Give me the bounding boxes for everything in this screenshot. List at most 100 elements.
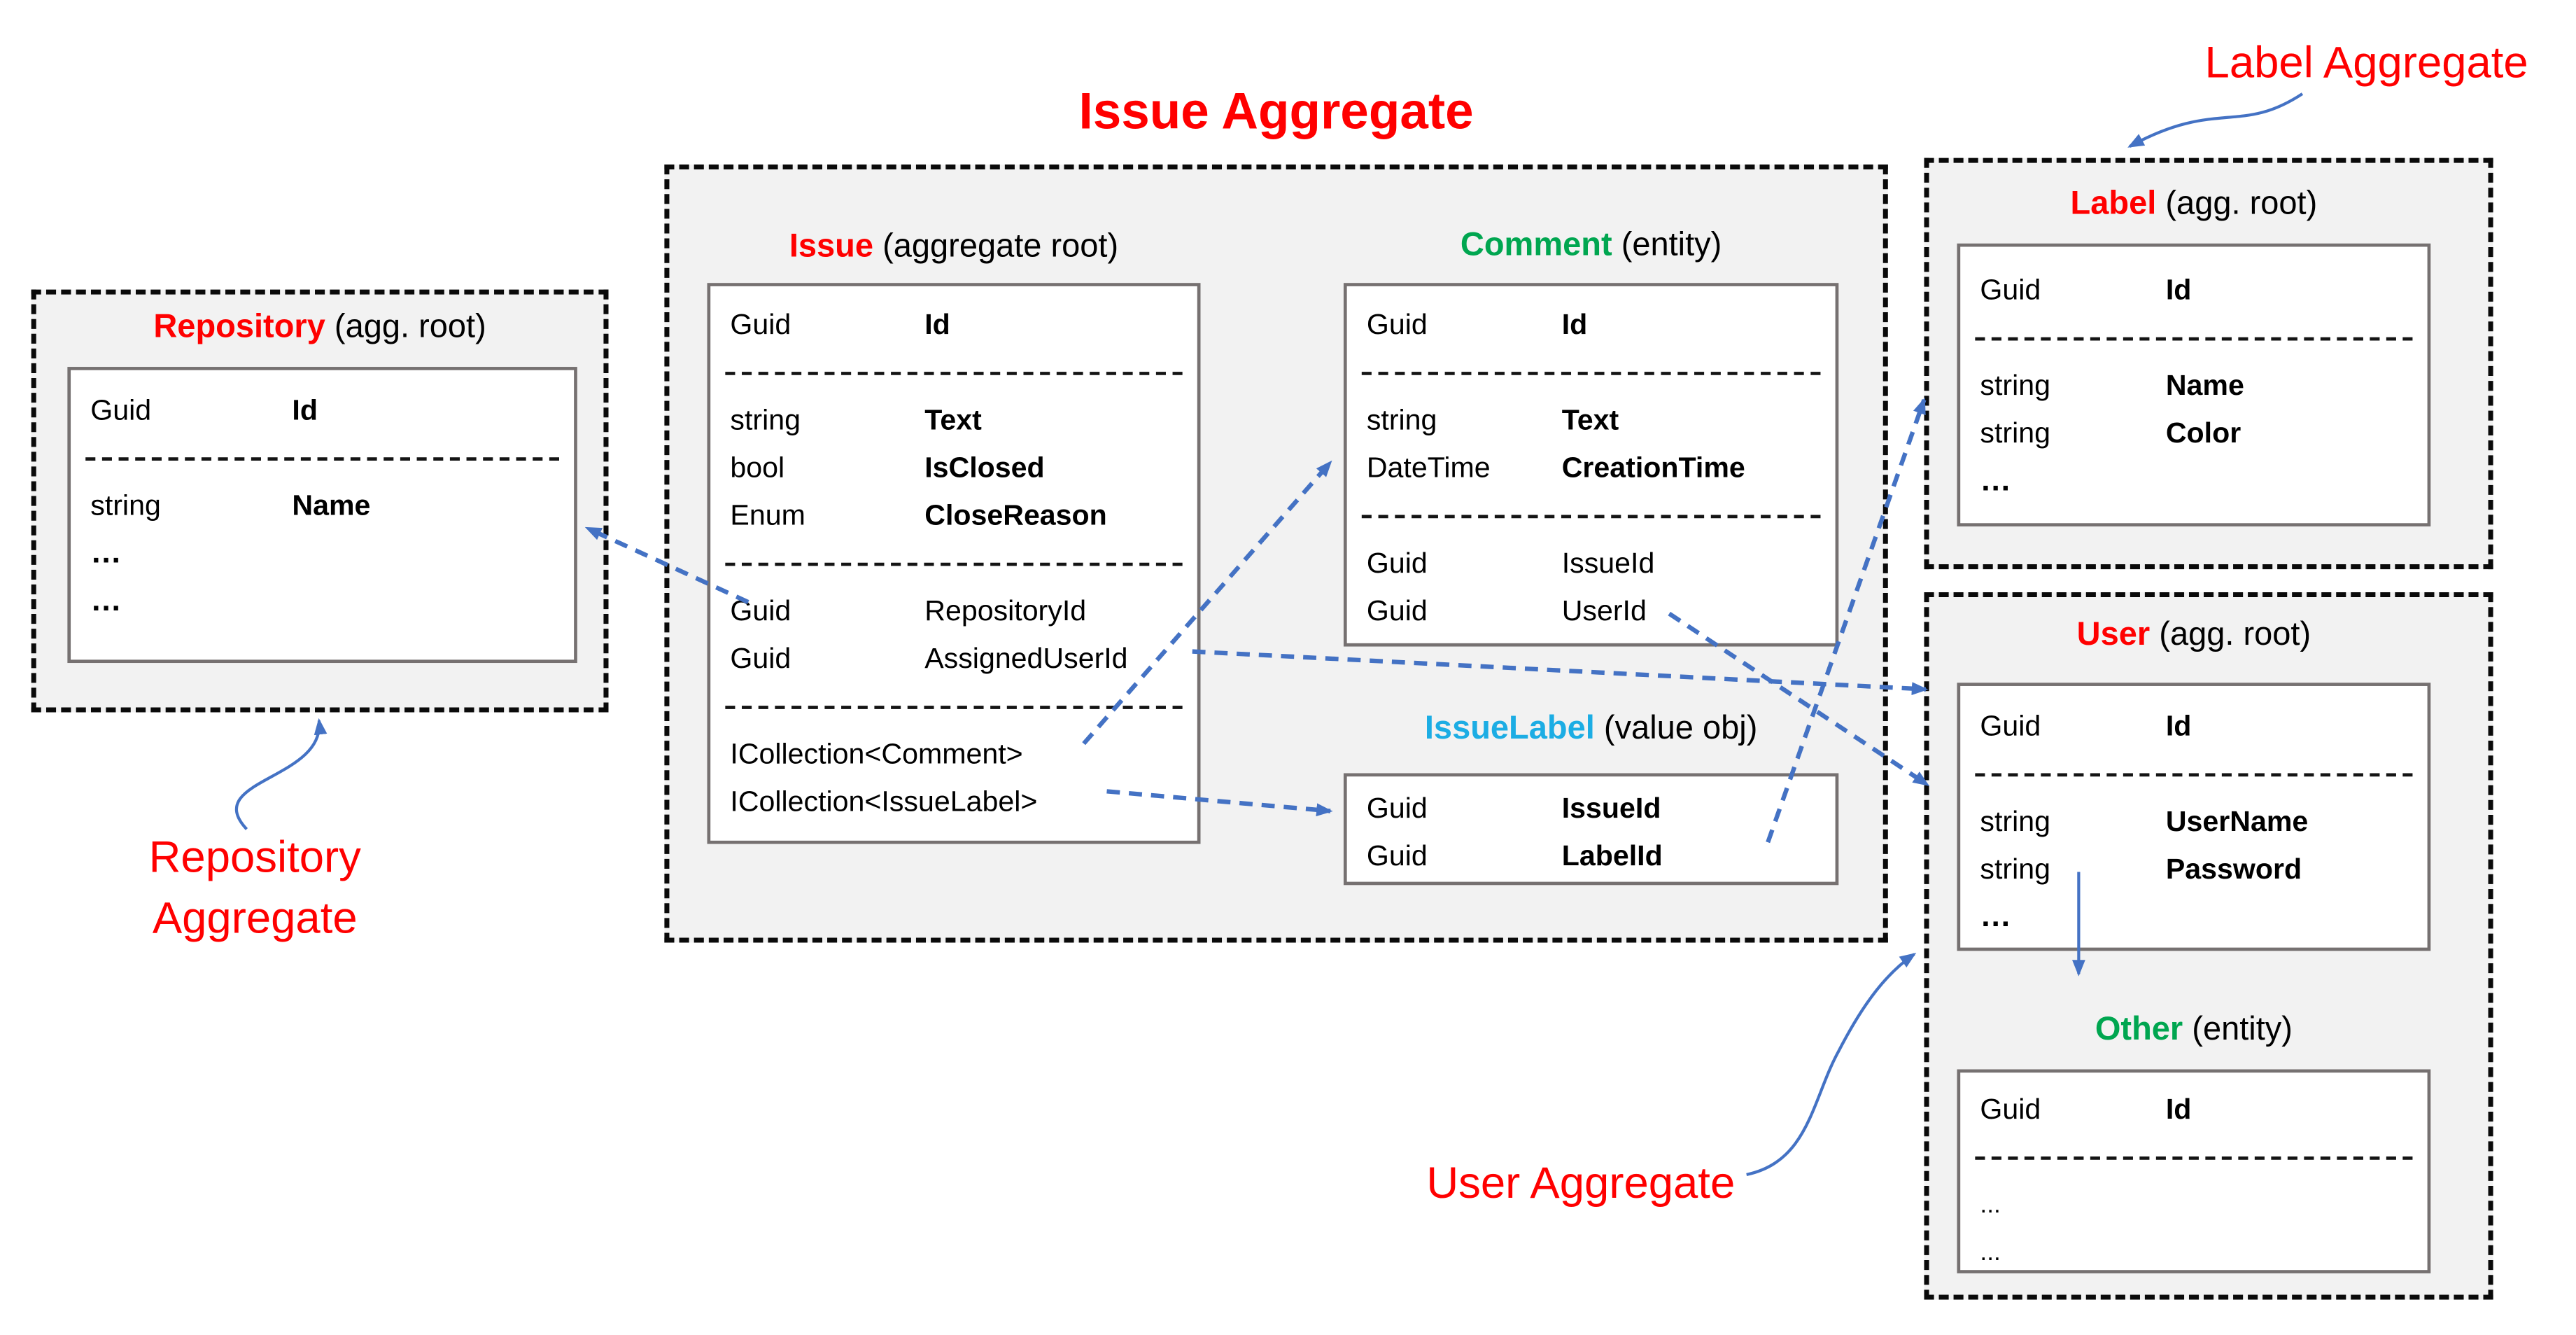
- field-name: Id: [924, 307, 950, 341]
- table-row: bool IsClosed: [710, 445, 1197, 492]
- field-type: string: [1980, 852, 2050, 886]
- arrow-user-aggregate-annotation: [1746, 952, 1917, 1176]
- field-type: string: [1366, 403, 1437, 436]
- field-type: string: [1980, 804, 2050, 838]
- collection-field: ICollection<IssueLabel>: [730, 784, 1038, 818]
- field-name: Id: [292, 393, 318, 426]
- table-row: string UserName: [1960, 798, 2427, 846]
- repository-aggregate-label: Repository Aggregate: [90, 827, 419, 949]
- issue-table: Guid Id string Text bool IsClosed Enum Close…: [707, 283, 1201, 844]
- user-name: User: [2076, 617, 2151, 653]
- collection-field: ICollection<Comment>: [730, 736, 1023, 770]
- field-name: Name: [2165, 368, 2244, 402]
- field-name: CreationTime: [1561, 450, 1745, 484]
- field-name: Id: [1561, 307, 1588, 341]
- table-row: …: [71, 578, 574, 625]
- separator-line: [725, 561, 1183, 566]
- field-name: CloseReason: [924, 498, 1107, 532]
- ellipsis-row: …: [90, 583, 124, 618]
- separator-line: [725, 370, 1183, 375]
- row-separator: [710, 683, 1197, 730]
- field-name: Text: [1561, 403, 1619, 436]
- row-separator: [1960, 314, 2427, 362]
- ellipsis-row: ...: [1980, 1191, 2001, 1219]
- table-row: Guid IssueId: [1347, 785, 1836, 832]
- field-type: Guid: [730, 641, 791, 675]
- field-name: LabelId: [1561, 839, 1663, 872]
- field-name: Text: [924, 403, 982, 436]
- issuelabel-header: IssueLabel (value obj): [1344, 711, 1838, 748]
- field-name: Color: [2165, 416, 2241, 449]
- arrow-label-aggregate-annotation: [2127, 92, 2304, 148]
- field-type: string: [1980, 416, 2050, 449]
- label-header: Label (agg. root): [1957, 186, 2431, 224]
- repository-header: Repository (agg. root): [31, 309, 609, 347]
- user-header: User (agg. root): [1957, 617, 2431, 655]
- field-name: Id: [2165, 708, 2192, 742]
- ellipsis-row: …: [1980, 899, 2013, 934]
- ellipsis-row: ...: [1980, 1238, 2001, 1267]
- field-name: Name: [292, 488, 371, 522]
- other-qualifier: (entity): [2192, 1012, 2293, 1048]
- label-qualifier: (agg. root): [2165, 186, 2318, 223]
- row-separator: [71, 434, 574, 482]
- field-type: Guid: [1366, 307, 1428, 341]
- table-row: ICollection<Comment>: [710, 730, 1197, 778]
- field-name: IssueId: [1561, 546, 1655, 580]
- row-separator: [1960, 1133, 2427, 1181]
- field-name: UserName: [2165, 804, 2309, 838]
- table-row: …: [71, 530, 574, 578]
- field-type: Guid: [1366, 791, 1428, 825]
- field-type: Guid: [1366, 546, 1428, 580]
- comment-name: Comment: [1460, 227, 1612, 263]
- field-type: Guid: [730, 307, 791, 341]
- field-type: Enum: [730, 498, 805, 532]
- separator-line: [1361, 514, 1821, 518]
- field-name: IsClosed: [924, 450, 1045, 484]
- field-type: string: [90, 488, 161, 522]
- field-name: Id: [2165, 1092, 2192, 1126]
- diagram-title: Issue Aggregate: [1078, 82, 1474, 140]
- table-row: ICollection<IssueLabel>: [710, 778, 1197, 826]
- field-type: string: [730, 403, 801, 436]
- table-row: …: [1960, 893, 2427, 941]
- table-row: Guid Id: [1960, 1086, 2427, 1133]
- separator-line: [1361, 370, 1821, 375]
- other-name: Other: [2095, 1012, 2183, 1048]
- comment-qualifier: (entity): [1621, 227, 1722, 263]
- table-row: string Color: [1960, 410, 2427, 457]
- row-separator: [1347, 492, 1836, 540]
- table-row: Enum CloseReason: [710, 492, 1197, 540]
- field-name: RepositoryId: [924, 594, 1087, 627]
- table-row: string Name: [71, 482, 574, 530]
- issue-name: Issue: [789, 228, 874, 265]
- repository-name: Repository: [153, 309, 325, 346]
- field-name: IssueId: [1561, 791, 1661, 825]
- row-separator: [710, 540, 1197, 587]
- annotation-line: Repository: [148, 832, 361, 882]
- table-row: Guid Id: [710, 301, 1197, 349]
- ellipsis-row: …: [1980, 463, 2013, 498]
- table-row: ...: [1960, 1229, 2427, 1276]
- table-row: string Text: [710, 396, 1197, 444]
- arrow-repository-aggregate-annotation: [234, 718, 328, 830]
- row-separator: [1347, 349, 1836, 396]
- field-name: AssignedUserId: [924, 641, 1128, 675]
- separator-line: [1974, 336, 2414, 340]
- table-row: string Text: [1347, 396, 1836, 444]
- repository-qualifier: (agg. root): [334, 309, 486, 346]
- table-row: Guid AssignedUserId: [710, 635, 1197, 683]
- table-row: ...: [1960, 1181, 2427, 1229]
- field-type: bool: [730, 450, 785, 484]
- issuelabel-qualifier: (value obj): [1603, 711, 1758, 747]
- field-name: Password: [2165, 852, 2302, 886]
- separator-line: [725, 704, 1183, 708]
- field-type: Guid: [1980, 1092, 2041, 1126]
